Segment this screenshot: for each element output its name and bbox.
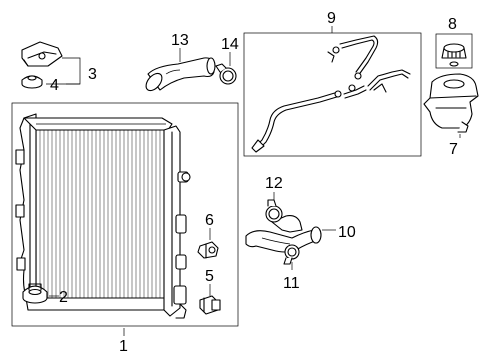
callout-11: 11 xyxy=(283,275,300,292)
radiator xyxy=(11,102,239,327)
coolant-reservoir xyxy=(423,73,479,133)
overflow-hose-box xyxy=(243,32,422,157)
callout-14: 14 xyxy=(221,36,239,53)
callout-4: 4 xyxy=(50,77,59,94)
radiator-lower-insulator xyxy=(22,283,48,304)
overflow-hose-assembly xyxy=(251,35,411,153)
radiator-upper-insulator xyxy=(21,75,43,89)
reservoir-cap xyxy=(435,33,473,69)
callout-2: 2 xyxy=(59,289,68,306)
callout-7: 7 xyxy=(449,141,458,158)
callout-10: 10 xyxy=(338,224,356,241)
lower-hose-clamp-upper xyxy=(265,199,283,223)
radiator-upper-bracket xyxy=(21,41,63,67)
callout-3: 3 xyxy=(88,66,97,83)
callout-6: 6 xyxy=(205,212,214,229)
callout-8: 8 xyxy=(448,16,457,33)
drain-valve xyxy=(199,295,221,315)
lower-hose-clamp xyxy=(283,244,300,265)
callout-12: 12 xyxy=(265,175,283,192)
callout-5: 5 xyxy=(205,268,214,285)
upper-radiator-hose xyxy=(145,57,216,92)
lower-radiator-hose xyxy=(245,215,322,253)
callout-1: 1 xyxy=(119,338,128,355)
upper-hose-clamp xyxy=(215,63,237,85)
sensor xyxy=(197,241,219,259)
callout-13: 13 xyxy=(171,32,189,49)
callout-9: 9 xyxy=(327,10,336,27)
